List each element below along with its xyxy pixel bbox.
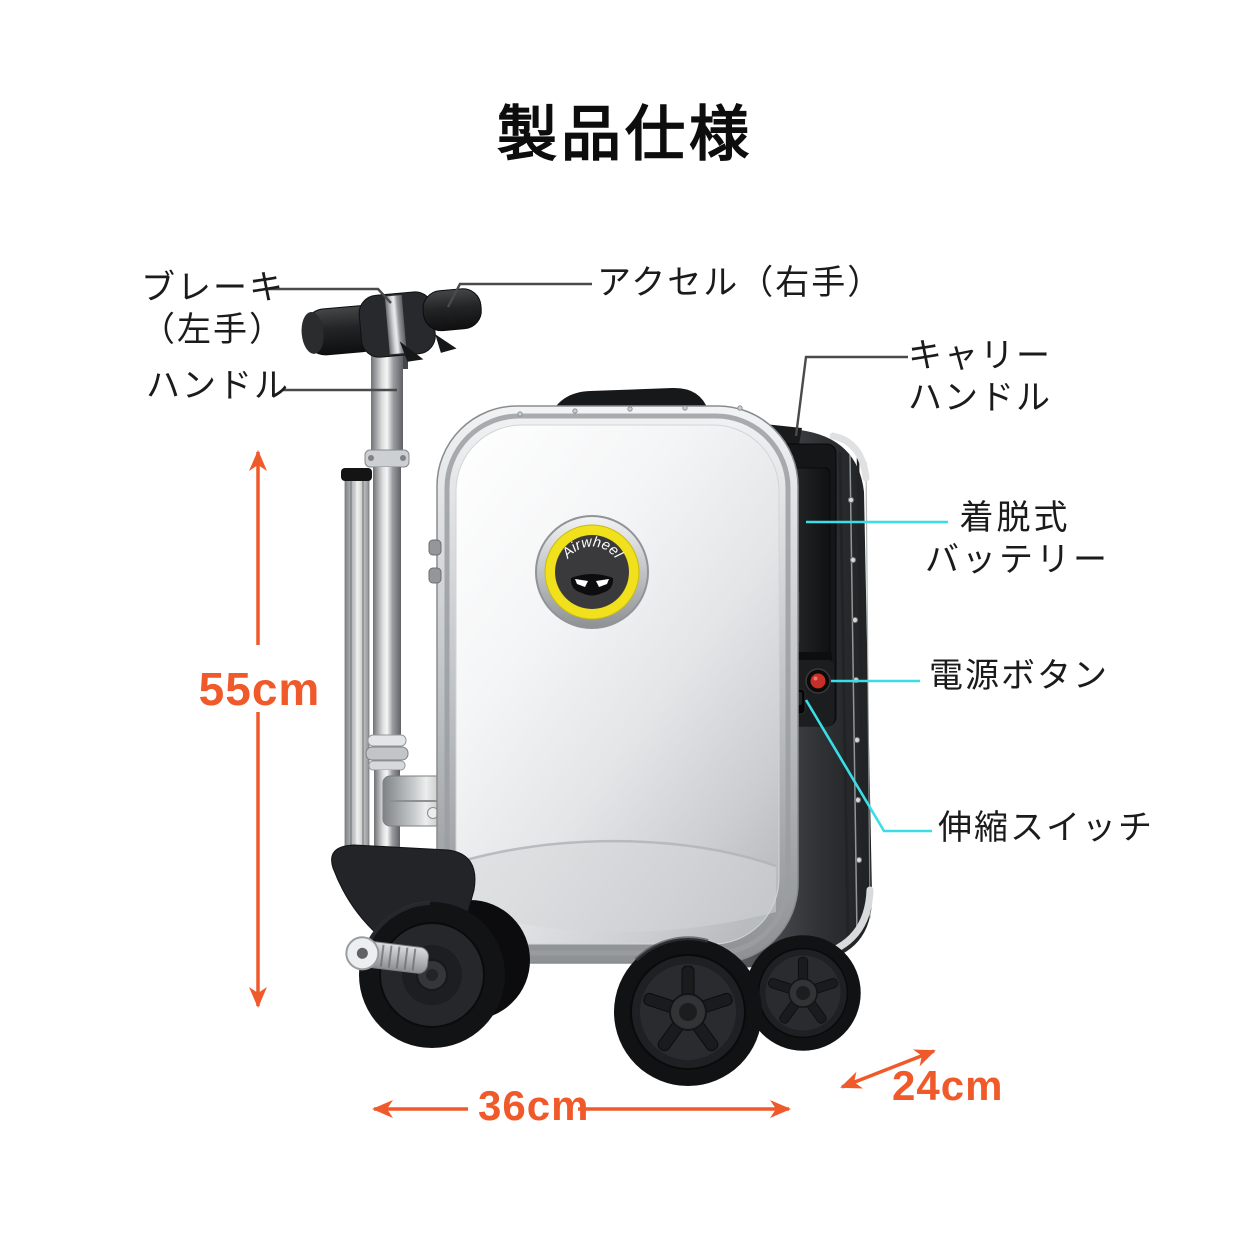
accelerator-leader-line [446, 282, 592, 308]
foot-peg [345, 936, 429, 974]
width-dimension: 36cm [478, 1082, 590, 1129]
label-power-button: 電源ボタン [929, 658, 1109, 695]
label-handle: ハンドル [146, 368, 290, 405]
front-wheel-assembly [331, 844, 530, 1048]
label-battery: 着脱式バッテリー [925, 500, 1110, 579]
carry-handle [549, 387, 708, 421]
accelerator-grip [399, 288, 482, 362]
mask-icon [570, 574, 614, 596]
carry-handle-leader-line [794, 355, 908, 437]
depth-arrow-front [840, 1067, 889, 1089]
depth-dimension: 24cm [892, 1062, 1004, 1109]
label-brake: ブレーキ（左手） [141, 270, 285, 349]
telescopic-leader-line [804, 699, 932, 833]
page-title: 製品仕様 [497, 101, 753, 168]
handlebar [301, 288, 482, 362]
label-accelerator: アクセル（右手） [597, 265, 884, 302]
rear-right-wheel [745, 935, 861, 1051]
center-front-wheel [614, 936, 762, 1086]
power-button [805, 668, 831, 694]
brand-logo: Airwheel [535, 515, 649, 629]
suitcase-front-panel [455, 424, 780, 945]
depth-arrow-back [887, 1049, 936, 1071]
suitcase-body: Airwheel [428, 387, 874, 972]
label-telescopic-switch: 伸縮スイッチ [938, 810, 1154, 847]
label-carry-handle: キャリーハンドル [908, 338, 1052, 417]
brake-leader-line [265, 287, 392, 304]
height-dimension: 55cm [198, 663, 321, 715]
